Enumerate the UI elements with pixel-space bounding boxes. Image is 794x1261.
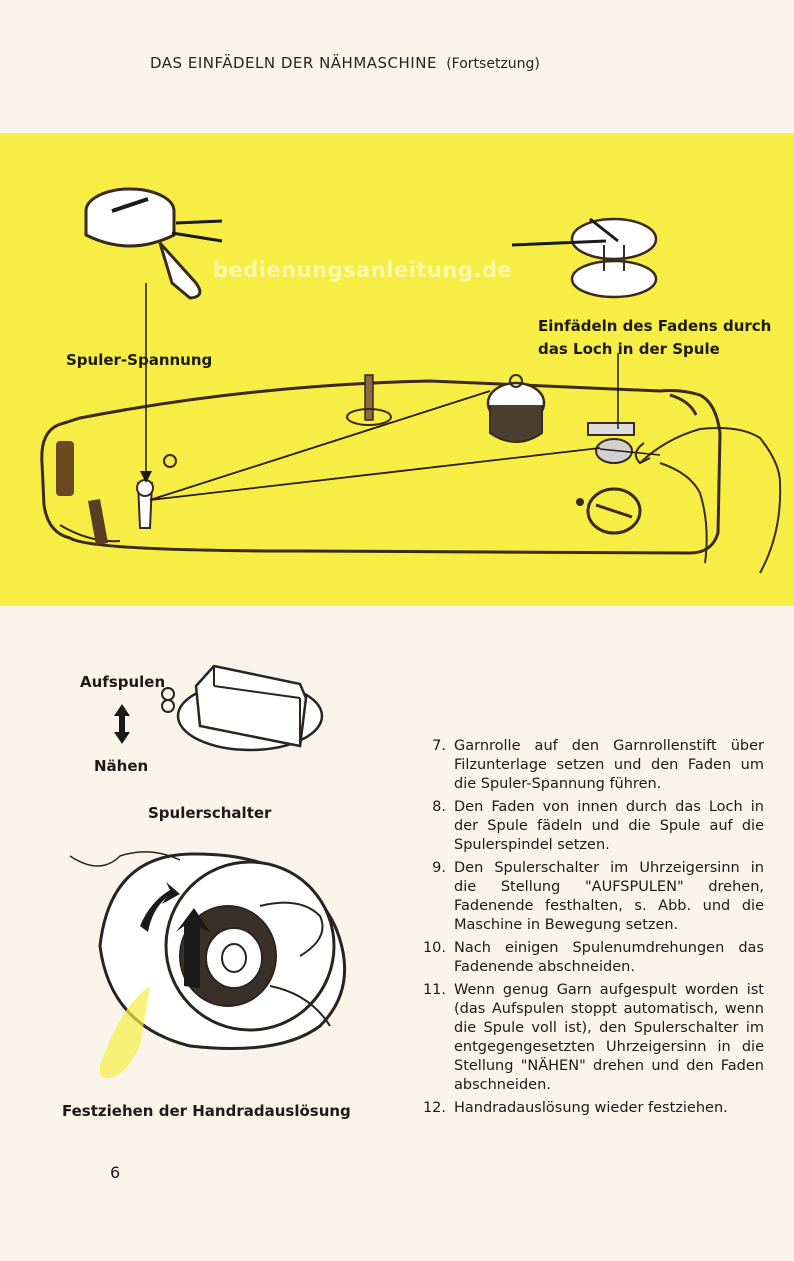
step-number: 11. [422, 982, 446, 998]
hand-illustration [634, 427, 782, 574]
step-text: Den Spulerschalter im Uhrzeigersinn in d… [454, 860, 764, 933]
rotate-arrow-icon [176, 908, 210, 988]
stitch-lever [88, 499, 108, 545]
watermark: bedienungsanleitung.de [213, 258, 513, 282]
step-text: Nach einigen Spulenumdrehungen das Faden… [454, 940, 764, 975]
label-einfaedeln-line2: das Loch in der Spule [538, 340, 720, 358]
page-header: DAS EINFÄDELN DER NÄHMASCHINE (Fortsetzu… [150, 54, 540, 72]
rotate-arrow-icon-2 [140, 882, 180, 932]
step-number: 8. [432, 799, 446, 815]
step-number: 10. [422, 940, 446, 956]
step-number: 9. [432, 860, 446, 876]
label-spuler-spannung: Spuler-Spannung [66, 351, 213, 369]
caption-handrad: Festziehen der Handradauslösung [62, 1102, 351, 1120]
bobbin-bottom [570, 259, 658, 299]
machine-body-outline [40, 379, 722, 555]
step-text: Wenn genug Garn aufgespult worden ist (d… [454, 982, 764, 1093]
step-item: 9. Den Spulerschalter im Uhrzeigersinn i… [404, 859, 764, 935]
step-item: 12. Handradauslösung wieder festziehen. [404, 1099, 764, 1118]
control-dial [586, 487, 642, 535]
step-text: Handradauslösung wieder festziehen. [454, 1100, 728, 1116]
label-aufspulen: Aufspulen [80, 673, 166, 691]
step-item: 10. Nach einigen Spulenumdrehungen das F… [404, 939, 764, 977]
machine-top-illustration [40, 187, 782, 574]
updown-arrow-icon [114, 704, 130, 744]
step-item: 11. Wenn genug Garn aufgespult worden is… [404, 981, 764, 1095]
caption-spulerschalter: Spulerschalter [148, 804, 272, 822]
spool-pin [364, 374, 374, 421]
label-einfaedeln-line1: Einfädeln des Fadens durch [538, 317, 772, 335]
step-item: 7. Garnrolle auf den Garnrollenstift übe… [404, 737, 764, 794]
handwheel-edge [56, 441, 74, 496]
machine-illustration-panel: Spuler-Spannung Einfädeln des Fadens dur… [0, 133, 794, 606]
instruction-list: 7. Garnrolle auf den Garnrollenstift übe… [404, 737, 764, 1122]
hand-on-wheel [259, 901, 331, 1027]
step-text: Garnrolle auf den Garnrollenstift über F… [454, 738, 764, 792]
handwheel-knob [205, 927, 263, 989]
step-item: 8. Den Faden von innen durch das Loch in… [404, 798, 764, 855]
header-title: DAS EINFÄDELN DER NÄHMASCHINE [150, 54, 437, 72]
yellow-highlight [100, 986, 150, 1078]
machine-screw [163, 454, 177, 468]
lower-illustrations [69, 664, 347, 1078]
step-number: 12. [422, 1100, 446, 1116]
page-number: 6 [110, 1163, 121, 1182]
header-subtitle: (Fortsetzung) [446, 56, 540, 72]
step-number: 7. [432, 738, 446, 754]
label-naehen: Nähen [94, 757, 149, 775]
step-text: Den Faden von innen durch das Loch in de… [454, 799, 764, 853]
